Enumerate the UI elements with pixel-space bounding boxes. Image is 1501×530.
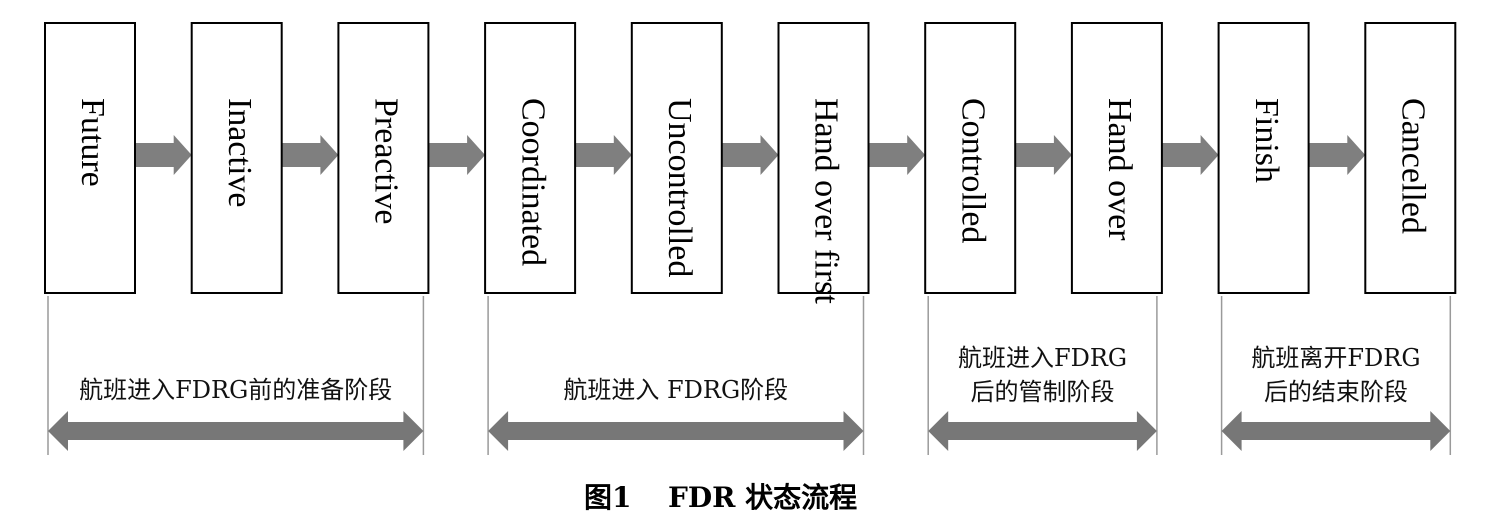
figure-number: 图1 — [584, 481, 631, 514]
figure-caption: 图1 FDR 状态流程 — [584, 481, 857, 514]
state-box — [484, 22, 577, 294]
state-box — [924, 22, 1017, 294]
flow-arrow — [1015, 135, 1072, 175]
state-hand-over: Hand over — [1070, 22, 1163, 294]
phase-bracket: 航班进入 FDRG阶段 — [487, 296, 865, 455]
state-label: Coordinated — [514, 98, 551, 266]
state-box — [1364, 22, 1457, 294]
state-uncontrolled: Uncontrolled — [630, 22, 723, 294]
flow-arrow — [428, 135, 486, 175]
state-controlled: Controlled — [924, 22, 1017, 294]
phase-label: 航班离开FDRG — [1251, 344, 1420, 372]
state-box — [777, 22, 870, 294]
phase-label: 后的管制阶段 — [971, 378, 1115, 406]
state-label: Uncontrolled — [661, 98, 698, 277]
flow-arrow — [1308, 135, 1366, 175]
state-label: Preactive — [368, 98, 405, 225]
state-box — [630, 22, 723, 294]
flow-arrow — [281, 135, 339, 175]
phase-double-arrow — [48, 411, 424, 451]
phase-label: 后的结束阶段 — [1264, 378, 1408, 406]
state-preactive: Preactive — [337, 22, 430, 294]
state-label: Cancelled — [1395, 98, 1432, 234]
phase-double-arrow — [1221, 411, 1451, 451]
phase-double-arrow — [928, 411, 1157, 451]
state-box — [1217, 22, 1310, 294]
state-box — [1070, 22, 1163, 294]
phase-label: 航班进入FDRG — [958, 344, 1127, 372]
phase-bracket: 航班进入FDRG 后的管制阶段 — [927, 296, 1158, 455]
flow-arrows — [135, 135, 1366, 175]
state-label: Controlled — [954, 98, 991, 243]
state-box — [337, 22, 430, 294]
phase-bracket: 航班进入FDRG前的准备阶段 — [47, 296, 425, 455]
phase-double-arrow — [488, 411, 864, 451]
flow-arrow — [135, 135, 192, 175]
phase-label: 航班进入FDRG前的准备阶段 — [79, 376, 392, 404]
state-cancelled: Cancelled — [1364, 22, 1457, 294]
figure-title: FDR 状态流程 — [668, 481, 857, 514]
phase-brackets: 航班进入FDRG前的准备阶段航班进入 FDRG阶段航班进入FDRG后的管制阶段航… — [47, 296, 1452, 455]
state-finish: Finish — [1217, 22, 1310, 294]
state-coordinated: Coordinated — [484, 22, 577, 294]
phase-label: 航班进入 FDRG阶段 — [563, 376, 788, 404]
flow-arrow — [575, 135, 632, 175]
state-label: Future — [74, 98, 111, 187]
state-boxes: Future Inactive Preactive Coordinated Uncont… — [44, 22, 1457, 304]
state-future: Future — [44, 22, 136, 294]
state-hand-over-first: Hand over first — [777, 22, 870, 304]
state-label: Inactive — [221, 98, 258, 208]
state-box — [190, 22, 283, 294]
state-inactive: Inactive — [190, 22, 283, 294]
flow-arrow — [1161, 135, 1219, 175]
state-box — [44, 22, 136, 294]
state-label: Finish — [1248, 98, 1285, 183]
flow-arrow — [868, 135, 926, 175]
state-label: Hand over — [1101, 98, 1138, 241]
flow-arrow — [721, 135, 779, 175]
state-label: Hand over first — [808, 98, 845, 304]
phase-bracket: 航班离开FDRG 后的结束阶段 — [1220, 296, 1452, 455]
